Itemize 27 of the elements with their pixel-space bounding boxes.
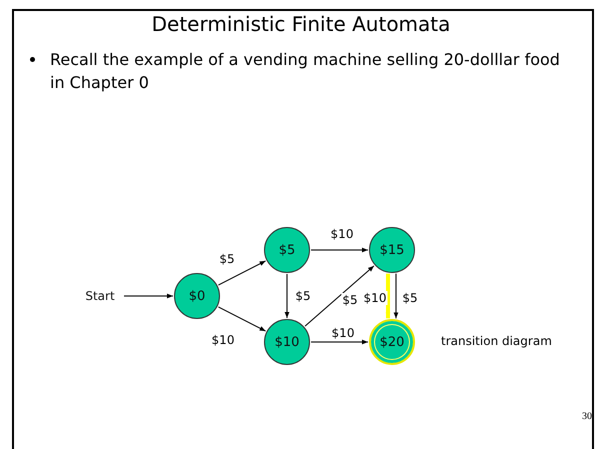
state-circle: $5 xyxy=(264,227,310,273)
node-caption: transition diagram xyxy=(441,334,552,348)
state-circle: $10 xyxy=(264,319,310,365)
edge-label: $5 xyxy=(218,252,236,266)
edge-label: $5 xyxy=(294,289,312,303)
transition-arrow xyxy=(310,340,368,344)
transition-arrow xyxy=(386,274,390,318)
edge-label: $5 xyxy=(401,291,419,305)
state-circle: $15 xyxy=(369,227,415,273)
transition-arrow xyxy=(218,306,266,332)
transition-arrow xyxy=(284,274,290,318)
bullet-text: Recall the example of a vending machine selling 20-dolllar food in Chapter 0 xyxy=(50,49,560,94)
page-number: 30 xyxy=(581,410,592,424)
transition-arrow xyxy=(304,265,374,327)
slide-title: Deterministic Finite Automata xyxy=(150,12,452,36)
transition-arrow xyxy=(394,273,398,319)
state-circle: $0 xyxy=(174,273,220,319)
transition-arrow xyxy=(124,294,174,298)
transition-arrow xyxy=(310,248,368,252)
edge-label: $10 xyxy=(330,227,354,241)
edge-label: $10 xyxy=(210,333,236,347)
edge-label: $10 xyxy=(330,326,356,340)
start-label: Start xyxy=(80,286,120,306)
edge-label: $5 xyxy=(341,293,359,307)
accept-state-circle: $20 xyxy=(369,319,415,365)
edge-label: $10 xyxy=(362,291,388,305)
transition-arrow xyxy=(218,260,266,286)
